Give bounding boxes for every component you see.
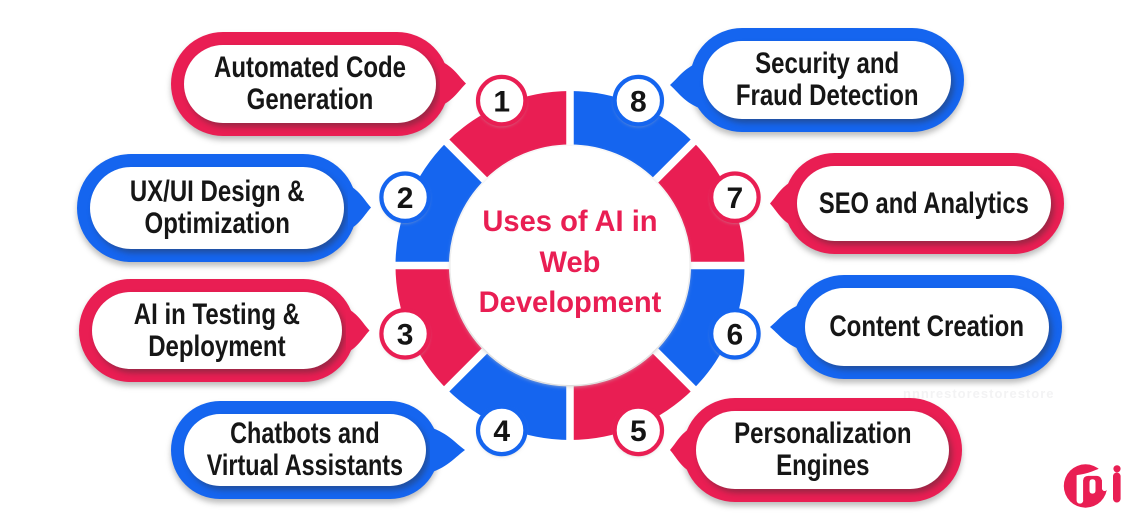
svg-text:4: 4 (493, 415, 510, 448)
svg-text:2: 2 (397, 182, 414, 215)
svg-text:7: 7 (727, 182, 744, 215)
svg-text:1: 1 (493, 85, 510, 118)
svg-text:6: 6 (727, 319, 744, 352)
svg-text:5: 5 (630, 415, 647, 448)
svg-text:3: 3 (397, 319, 414, 352)
svg-text:8: 8 (630, 85, 647, 118)
